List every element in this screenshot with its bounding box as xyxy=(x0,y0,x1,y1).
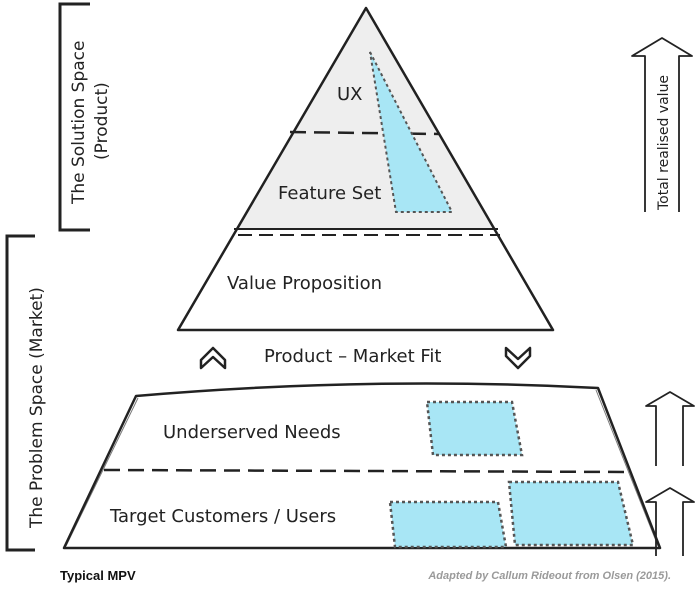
chevron-down-icon xyxy=(504,346,532,370)
lower-trapezoid-outline xyxy=(62,382,662,550)
solution-pyramid: UX Feature Set Value Proposition xyxy=(176,6,555,332)
layer-label-ux: UX xyxy=(337,84,363,105)
caption-right: Adapted by Callum Rideout from Olsen (20… xyxy=(427,570,671,582)
solution-space-bracket: The Solution Space (Product) xyxy=(58,2,112,232)
fit-row: Product – Market Fit xyxy=(199,346,532,370)
solution-space-sublabel: (Product) xyxy=(92,82,112,160)
fit-label: Product – Market Fit xyxy=(264,346,442,367)
problem-bracket-line xyxy=(5,234,35,552)
chevron-up-icon xyxy=(199,346,227,370)
problem-space-bracket: The Problem Space (Market) xyxy=(5,234,47,552)
target-users-highlight-b xyxy=(507,480,635,547)
layer-label-target-customers: Target Customers / Users xyxy=(109,506,336,527)
layer-label-value-proposition: Value Proposition xyxy=(227,273,382,294)
problem-divider-dashed xyxy=(103,468,629,474)
caption-left: Typical MPV xyxy=(60,568,136,583)
upper-pyramid-sketch xyxy=(179,10,552,329)
ux-feature-highlight xyxy=(369,51,454,213)
target-users-highlight-a xyxy=(388,500,508,549)
problem-value-arrow-upper-icon xyxy=(645,391,695,466)
problem-pyramid: Underserved Needs Target Customers / Use… xyxy=(62,382,662,550)
solution-bracket-line xyxy=(58,2,90,232)
total-value-arrow-icon xyxy=(631,37,693,212)
total-value-label: Total realised value xyxy=(656,75,672,211)
problem-space-label: The Problem Space (Market) xyxy=(27,287,47,529)
underserved-needs-highlight xyxy=(425,400,524,457)
lower-trapezoid-sketch xyxy=(65,389,659,547)
problem-value-arrow-lower-icon xyxy=(645,487,695,556)
layer-label-feature-set: Feature Set xyxy=(278,183,381,204)
solution-space-label: The Solution Space xyxy=(69,41,89,205)
ux-divider-dashed xyxy=(289,130,441,136)
layer-label-underserved-needs: Underserved Needs xyxy=(163,422,341,443)
value-arrows: Total realised value xyxy=(631,37,695,556)
